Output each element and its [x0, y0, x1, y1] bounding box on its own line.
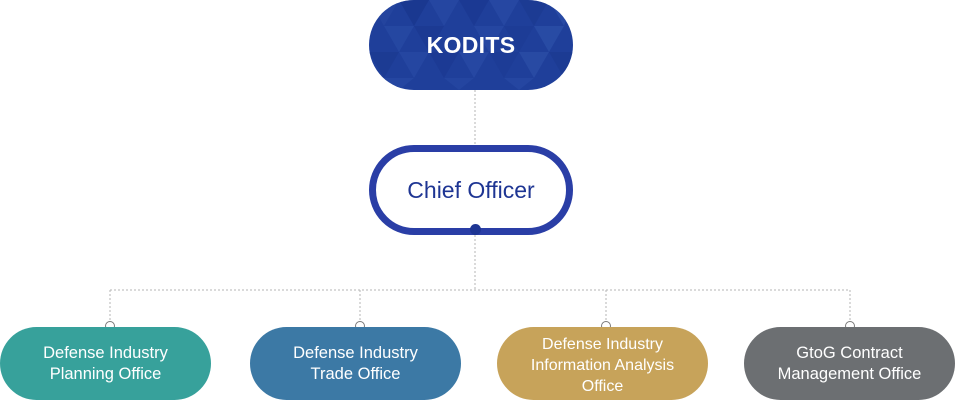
chief-officer-node: Chief Officer	[369, 145, 573, 235]
kodits-label: KODITS	[426, 31, 516, 58]
chief-officer-label: Chief Officer	[407, 176, 535, 203]
triangle-pattern	[369, 0, 573, 90]
kodits-node: KODITS	[369, 0, 573, 90]
connector-dot-chief	[470, 224, 481, 235]
